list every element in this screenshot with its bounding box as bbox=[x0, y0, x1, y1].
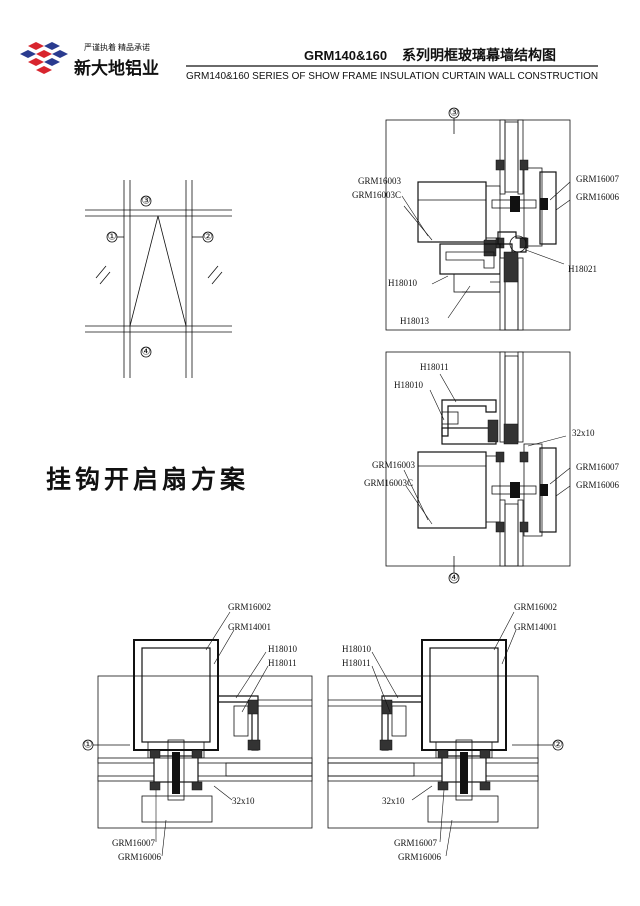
elevation-mark-4: ④ bbox=[142, 347, 151, 358]
section-right-label-h18010: H18010 bbox=[342, 644, 371, 654]
section-mid-label-h18011: H18011 bbox=[420, 362, 449, 372]
scheme-title: 挂钩开启扇方案 bbox=[46, 465, 249, 494]
section-left-label-h18010: H18010 bbox=[268, 644, 297, 654]
brand-name: 新大地铝业 bbox=[74, 58, 159, 79]
section-left-label-grm16002: GRM16002 bbox=[228, 602, 271, 612]
section-left-label-grm16007: GRM16007 bbox=[112, 838, 156, 848]
section-left-label-32x10: 32x10 bbox=[232, 796, 255, 806]
section-mid-label-h18010: H18010 bbox=[394, 380, 423, 390]
section-top-mark: ③ bbox=[450, 108, 459, 119]
section-right-label-grm16006: GRM16006 bbox=[398, 852, 442, 862]
elevation-mark-2: ② bbox=[204, 232, 213, 243]
section-right-label-h18011: H18011 bbox=[342, 658, 371, 668]
section-top: ③ GRM1 bbox=[352, 108, 620, 331]
section-top-label-h18013: H18013 bbox=[400, 316, 429, 326]
section-right-label-grm14001: GRM14001 bbox=[514, 622, 557, 632]
section-right-label-grm16002: GRM16002 bbox=[514, 602, 557, 612]
title-en: GRM140&160 SERIES OF SHOW FRAME INSULATI… bbox=[186, 71, 598, 82]
title-cn: 系列明框玻璃幕墙结构图 bbox=[402, 47, 556, 64]
section-top-label-h18010: H18010 bbox=[388, 278, 417, 288]
section-mid-label-grm16007: GRM16007 bbox=[576, 462, 620, 472]
section-mid-label-32x10: 32x10 bbox=[572, 428, 595, 438]
brand-slogan-1: 严谨执着 bbox=[84, 42, 116, 52]
section-left: ① GRM16002 GRM14001 H18010 bbox=[82, 602, 313, 862]
title-main: GRM140&160 bbox=[304, 48, 387, 63]
section-right-label-grm16007: GRM16007 bbox=[394, 838, 438, 848]
section-left-label-grm16006: GRM16006 bbox=[118, 852, 162, 862]
section-top-label-grm16003: GRM16003 bbox=[358, 176, 402, 186]
section-right-label-32x10: 32x10 bbox=[382, 796, 405, 806]
section-top-label-grm16003c: GRM16003C bbox=[352, 190, 401, 200]
section-left-mark: ① bbox=[84, 740, 93, 751]
section-mid-mark: ④ bbox=[450, 573, 459, 584]
elevation-diagram: ③ ① ② ④ bbox=[85, 180, 232, 378]
section-top-label-grm16007: GRM16007 bbox=[576, 174, 620, 184]
section-top-label-grm16006: GRM16006 bbox=[576, 192, 620, 202]
brand-slogan-2: 精品承诺 bbox=[118, 42, 150, 52]
section-mid-label-grm16003: GRM16003 bbox=[372, 460, 416, 470]
section-left-label-grm14001: GRM14001 bbox=[228, 622, 271, 632]
elevation-mark-3: ③ bbox=[142, 196, 151, 207]
section-mid: ④ H18011 H18010 32 bbox=[364, 351, 620, 584]
section-right: ② GRM16002 GRM14001 H18010 bbox=[327, 602, 564, 862]
elevation-mark-1: ① bbox=[108, 232, 117, 243]
section-right-mark: ② bbox=[554, 740, 563, 751]
section-left-label-h18011: H18011 bbox=[268, 658, 297, 668]
header: 严谨执着 精品承诺 新大地铝业 GRM140&160 系列明框玻璃幕墙结构图 G… bbox=[20, 42, 598, 82]
section-mid-label-grm16006: GRM16006 bbox=[576, 480, 620, 490]
company-logo bbox=[20, 42, 68, 74]
section-top-label-h18021: H18021 bbox=[568, 264, 597, 274]
section-mid-label-grm16003c: GRM16003C bbox=[364, 478, 413, 488]
